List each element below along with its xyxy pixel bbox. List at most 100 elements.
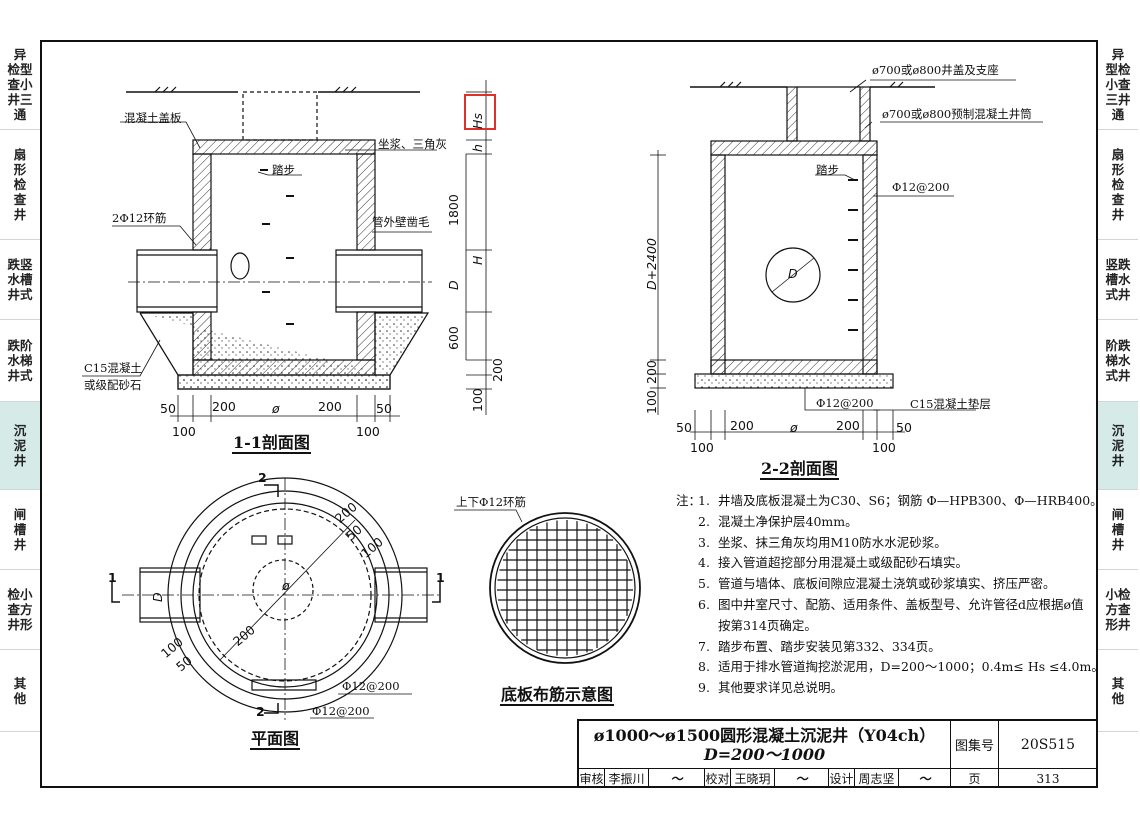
right-tab-line: 阶跌	[1105, 338, 1131, 353]
right-tab-line: 竖跌	[1105, 257, 1131, 272]
left-tab-line: 井式	[7, 368, 33, 383]
right-tab-5[interactable]: 闸槽井	[1098, 490, 1138, 570]
dim-1800: 1800	[446, 194, 461, 226]
signature-row: 审核 李振川 〜 校对 王晓玥 〜 设计 周志坚 〜 页 313	[579, 769, 1097, 788]
right-tab-line: 检	[1111, 177, 1125, 192]
note-item: 3. 坐浆、抹三角灰均用M10防水水泥砂浆。	[698, 533, 1104, 554]
label-cover-slab: 混凝土盖板	[124, 111, 182, 125]
left-tab-0[interactable]: 异检型查小井三通	[0, 40, 40, 130]
note-number: 3.	[698, 534, 710, 550]
right-tab-line: 小检	[1105, 587, 1131, 602]
left-tab-line: 井三	[7, 92, 33, 107]
left-tab-line: 井	[13, 453, 27, 468]
review-label: 审核	[579, 769, 605, 788]
dim-100-c: 100	[690, 440, 714, 455]
left-tab-3[interactable]: 跌阶水梯井式	[0, 320, 40, 402]
note-text: 踏步布置、踏步安装见第332、334页。	[718, 638, 941, 654]
right-tab-line: 井	[1111, 537, 1125, 552]
right-tab-line: 槽	[1111, 522, 1125, 537]
dim-100-v2: 100	[644, 390, 659, 414]
label-ring-rebar: 2Φ12环筋	[112, 211, 167, 225]
dim-100-d: 100	[872, 440, 896, 455]
dim-phi: ø	[272, 401, 280, 416]
right-tab-3[interactable]: 阶跌梯水式井	[1098, 320, 1138, 402]
right-tab-line: 槽水	[1105, 272, 1131, 287]
right-tab-7[interactable]: 其他	[1098, 650, 1138, 732]
note-item: 4.接入管道超挖部分用混凝土或级配砂石填实。	[698, 553, 1104, 574]
left-tab-6[interactable]: 检小查方井形	[0, 570, 40, 650]
dim-100-v: 100	[470, 388, 485, 412]
label-step-1: 踏步	[272, 163, 295, 177]
right-tab-line: 其	[1111, 675, 1125, 691]
rebar-plan-drawing	[454, 509, 641, 664]
dim-phi-2: ø	[790, 420, 798, 435]
note-item: 5. 管道与墙体、底板间隙应混凝土浇筑或砂浆填实、挤压严密。	[698, 574, 1104, 595]
note-text: 管道与墙体、底板间隙应混凝土浇筑或砂浆填实、挤压严密。	[718, 576, 1056, 592]
notes-list: 1.井墙及底板混凝土为C30、S6；钢筋 Φ—HPB300、Φ—HRB400。2…	[698, 491, 1104, 699]
right-tab-line: 形	[1111, 162, 1125, 177]
right-tab-6[interactable]: 小检方查形井	[1098, 570, 1138, 650]
left-tab-line: 水梯	[7, 353, 33, 368]
dim-50-a: 50	[160, 401, 176, 416]
left-tab-1[interactable]: 扇形检查井	[0, 130, 40, 240]
review-signature: 〜	[649, 769, 705, 788]
right-tab-line: 查	[1111, 192, 1125, 207]
note-item: 9.其他要求详见总说明。	[698, 678, 1104, 699]
right-tab-line: 井	[1111, 207, 1125, 222]
right-tab-4[interactable]: 沉泥井	[1098, 402, 1138, 490]
note-number: 5.	[698, 576, 710, 592]
left-tab-line: 井式	[7, 287, 33, 302]
right-tab-line: 井	[1111, 453, 1125, 468]
review-name: 李振川	[605, 769, 649, 788]
dim-D2400: D+2400	[644, 238, 659, 290]
dim-200-d: 200	[836, 418, 860, 433]
left-tab-line: 检型	[7, 62, 33, 77]
left-tab-2[interactable]: 跌竖水槽井式	[0, 240, 40, 320]
left-tab-line: 沉	[13, 423, 27, 438]
note-number: 1.	[698, 493, 710, 508]
right-tab-1[interactable]: 扇形检查井	[1098, 130, 1138, 240]
label-c15-a: C15混凝土	[84, 361, 142, 375]
left-tab-line: 井形	[7, 617, 33, 632]
right-tab-2[interactable]: 竖跌槽水式井	[1098, 240, 1138, 320]
label-rough-wall: 管外壁凿毛	[372, 215, 430, 229]
left-tab-7[interactable]: 其他	[0, 650, 40, 732]
left-tab-line: 泥	[13, 438, 27, 453]
right-tab-line: 小查	[1105, 77, 1131, 92]
drawing-title: ø1000～ø1500圆形混凝土沉泥井（Y04ch）	[593, 725, 936, 745]
plan-dim-phi: ø	[282, 578, 290, 593]
right-tab-0[interactable]: 异型检小查三井通	[1098, 40, 1138, 130]
rebar-plan-caption: 底板布筋示意图	[500, 685, 615, 706]
right-tab-line: 他	[1111, 690, 1125, 706]
note-number: 7.	[698, 638, 710, 654]
left-tab-line: 跌阶	[7, 338, 33, 353]
left-tab-line: 异	[13, 47, 27, 62]
dim-200-v: 200	[490, 358, 505, 382]
left-tab-5[interactable]: 闸槽井	[0, 490, 40, 570]
label-c15-b: 或级配砂石	[84, 378, 142, 392]
note-text: 坐浆、抹三角灰均用M10防水水泥砂浆。	[718, 534, 947, 550]
hs-highlight-box	[464, 94, 496, 130]
right-tab-line: 型检	[1105, 62, 1131, 77]
plan-section-1-right: 1	[436, 570, 445, 585]
dim-200-a: 200	[212, 399, 236, 414]
right-tab-line: 沉	[1111, 423, 1125, 438]
left-tab-4[interactable]: 沉泥井	[0, 402, 40, 490]
note-text: 混凝土净保护层40mm。	[718, 513, 858, 529]
dim-hs: Hs	[470, 113, 485, 129]
label-manhole-cover: ø700或ø800井盖及支座	[872, 63, 999, 77]
note-item: 2.混凝土净保护层40mm。	[698, 512, 1104, 533]
left-tab-line: 检小	[7, 587, 33, 602]
rebar-ring-label: 上下Φ12环筋	[456, 495, 527, 509]
drawing-frame	[40, 40, 1098, 788]
drawing-subtitle: D=200～1000	[703, 744, 826, 764]
right-tab-line: 梯水	[1105, 353, 1131, 368]
title-cell: ø1000～ø1500圆形混凝土沉泥井（Y04ch） D=200～1000	[579, 721, 951, 769]
right-tab-line: 形井	[1105, 617, 1131, 632]
label-rebar-wall: Φ12@200	[892, 180, 950, 194]
left-tab-line: 查方	[7, 602, 33, 617]
left-tab-line: 检	[13, 177, 27, 192]
left-tab-line: 井	[13, 207, 27, 222]
left-tab-line: 他	[13, 690, 27, 706]
